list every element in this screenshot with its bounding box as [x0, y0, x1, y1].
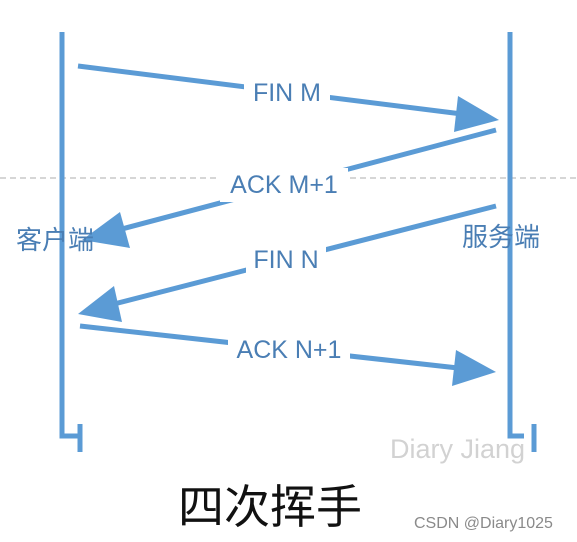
arrowhead-left-icon: [78, 286, 122, 322]
client-label: 客户端: [16, 226, 94, 256]
message-fin-n: FIN N: [78, 203, 497, 322]
message-fin-m: FIN M: [77, 63, 499, 132]
watermark-text: Diary Jiang: [390, 434, 525, 464]
diagram-title: 四次挥手: [178, 480, 362, 534]
message-ack-n1: ACK N+1: [79, 323, 496, 386]
credit-text: CSDN @Diary1025: [414, 515, 553, 532]
server-label: 服务端: [462, 223, 540, 253]
message-label-ack-m1: ACK M+1: [230, 171, 338, 199]
message-label-ack-n1: ACK N+1: [237, 336, 342, 364]
message-ack-m1: ACK M+1: [82, 127, 497, 248]
arrowhead-right-icon: [454, 96, 499, 132]
message-label-fin-m: FIN M: [253, 79, 321, 107]
client-lifeline: [59, 32, 83, 452]
arrowhead-right-icon: [452, 350, 496, 386]
message-label-fin-n: FIN N: [253, 246, 318, 274]
server-lifeline: [507, 32, 537, 452]
arrowhead-left-icon: [82, 212, 130, 248]
